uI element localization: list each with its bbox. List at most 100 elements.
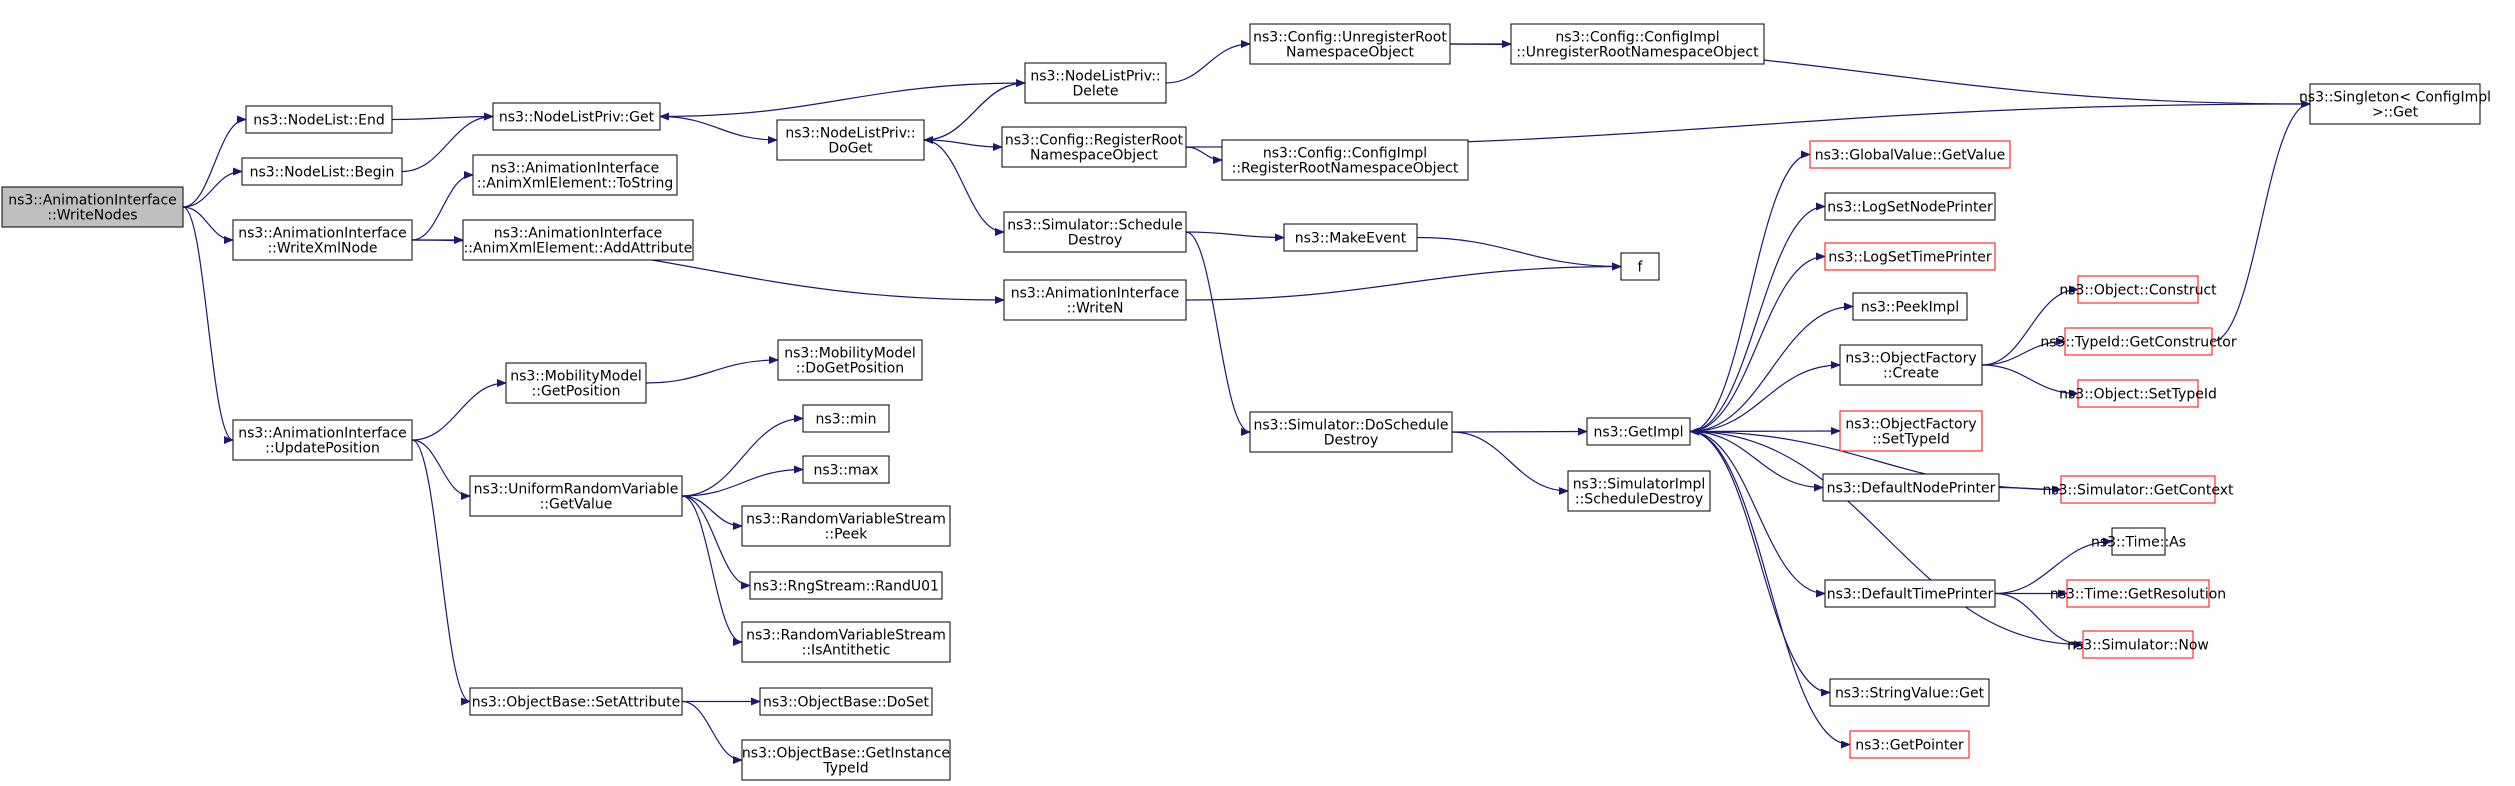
node-label: ns3::Config::UnregisterRoot: [1253, 30, 1447, 46]
node-label: ns3::Time::As: [2091, 535, 2186, 551]
edge-getimpl-to-peekimpl: [1689, 302, 1854, 433]
node-writen[interactable]: ns3::AnimationInterface::WriteN: [1003, 279, 1187, 321]
edge-nle-to-nlpg: [391, 112, 494, 121]
node-label: Destroy: [1068, 233, 1122, 249]
node-box: [1024, 62, 1167, 104]
node-label: ns3::StringValue::Get: [1835, 686, 1985, 702]
node-label: ns3::Config::ConfigImpl: [1263, 146, 1427, 162]
node-obdoset[interactable]: ns3::ObjectBase::DoSet: [759, 687, 933, 716]
node-label: ns3::RngStream::RandU01: [753, 579, 939, 595]
node-mmdgp[interactable]: ns3::MobilityModel::DoGetPosition: [777, 339, 923, 381]
node-cfgreg[interactable]: ns3::Config::RegisterRootNamespaceObject: [1001, 126, 1187, 168]
node-box: [741, 739, 951, 781]
node-lsnp[interactable]: ns3::LogSetNodePrinter: [1824, 192, 1996, 221]
node-box: [2064, 327, 2213, 356]
edge-upd-to-obsa: [411, 439, 471, 706]
node-dnp[interactable]: ns3::DefaultNodePrinter: [1822, 473, 2000, 502]
node-upd[interactable]: ns3::AnimationInterface::UpdatePosition: [232, 419, 413, 461]
node-box: [2082, 630, 2194, 659]
node-label: ns3::NodeListPriv::: [785, 126, 915, 142]
edge-obsa-to-obgit: [681, 700, 743, 764]
node-simsd[interactable]: ns3::Simulator::ScheduleDestroy: [1003, 211, 1187, 253]
node-tostr[interactable]: ns3::AnimationInterface::AnimXmlElement:…: [472, 154, 678, 196]
node-label: ns3::TypeId::GetConstructor: [2040, 335, 2236, 351]
edge-ofcreate-to-objconst: [1981, 285, 2079, 366]
node-box: [2309, 83, 2481, 125]
node-simnow[interactable]: ns3::Simulator::Now: [2067, 630, 2209, 659]
node-max[interactable]: ns3::max: [802, 455, 890, 484]
node-getptr[interactable]: ns3::GetPointer: [1849, 730, 1970, 759]
node-rvspeek[interactable]: ns3::RandomVariableStream::Peek: [741, 505, 951, 547]
node-nle[interactable]: ns3::NodeList::End: [245, 105, 393, 134]
node-box: [776, 119, 925, 161]
node-obsa[interactable]: ns3::ObjectBase::SetAttribute: [469, 687, 683, 716]
node-objconst[interactable]: ns3::Object::Construct: [2059, 275, 2217, 304]
node-timeas[interactable]: ns3::Time::As: [2091, 527, 2186, 556]
edge-upd-to-mmgp: [411, 379, 507, 441]
node-box: [1221, 139, 1469, 181]
node-nlpdoget[interactable]: ns3::NodeListPriv::DoGet: [776, 119, 925, 161]
node-min[interactable]: ns3::min: [802, 404, 890, 433]
node-label: ns3::Object::Construct: [2059, 283, 2217, 299]
node-nlpdel[interactable]: ns3::NodeListPriv::Delete: [1024, 62, 1167, 104]
node-ofsettid[interactable]: ns3::ObjectFactory::SetTypeId: [1839, 410, 1983, 452]
node-box: [759, 687, 933, 716]
node-simgc[interactable]: ns3::Simulator::GetContext: [2042, 475, 2234, 504]
edge-simdsd-to-simimplsd: [1451, 431, 1569, 495]
node-implreg[interactable]: ns3::Config::ConfigImpl::RegisterRootNam…: [1221, 139, 1469, 181]
node-nlb[interactable]: ns3::NodeList::Begin: [241, 157, 403, 186]
node-tidgc[interactable]: ns3::TypeId::GetConstructor: [2040, 327, 2237, 356]
node-addattr[interactable]: ns3::AnimationInterface::AnimXmlElement:…: [462, 219, 694, 261]
node-urvgv[interactable]: ns3::UniformRandomVariable::GetValue: [469, 475, 683, 517]
node-cfgunreg[interactable]: ns3::Config::UnregisterRootNamespaceObje…: [1249, 23, 1451, 65]
node-label: DoGet: [828, 141, 873, 157]
node-nlpg[interactable]: ns3::NodeListPriv::Get: [492, 102, 661, 131]
node-singleton[interactable]: ns3::Singleton< ConfigImpl >::Get: [2299, 83, 2491, 125]
node-makeevent[interactable]: ns3::MakeEvent: [1283, 223, 1418, 252]
node-label: ::WriteNodes: [47, 208, 137, 224]
node-box: [1567, 470, 1711, 512]
node-wxml[interactable]: ns3::AnimationInterface::WriteXmlNode: [232, 219, 413, 261]
node-box: [241, 157, 403, 186]
node-svget[interactable]: ns3::StringValue::Get: [1829, 678, 1990, 707]
node-label: ns3::NodeList::End: [253, 113, 385, 129]
edge-simdsd-to-getimpl: [1451, 427, 1588, 436]
node-implunreg[interactable]: ns3::Config::ConfigImpl::UnregisterRootN…: [1510, 23, 1765, 65]
node-gvgv[interactable]: ns3::GlobalValue::GetValue: [1809, 140, 2011, 169]
node-mmgp[interactable]: ns3::MobilityModel::GetPosition: [505, 362, 647, 404]
node-label: f: [1638, 260, 1644, 276]
node-randu01[interactable]: ns3::RngStream::RandU01: [749, 571, 943, 600]
edge-getimpl-to-lstp: [1689, 252, 1826, 433]
node-label: ns3::ObjectFactory: [1845, 417, 1976, 433]
edge-urvgv-to-max: [681, 465, 804, 497]
node-simimplsd[interactable]: ns3::SimulatorImpl::ScheduleDestroy: [1567, 470, 1711, 512]
node-timegr[interactable]: ns3::Time::GetResolution: [2050, 579, 2226, 608]
node-label: ::AnimXmlElement::ToString: [477, 176, 673, 192]
node-box: [1283, 223, 1418, 252]
node-getimpl[interactable]: ns3::GetImpl: [1586, 417, 1691, 446]
node-f[interactable]: f: [1620, 252, 1660, 281]
node-peekimpl[interactable]: ns3::PeekImpl: [1852, 292, 1968, 321]
node-box: [749, 571, 943, 600]
node-label: ns3::Config::ConfigImpl: [1555, 30, 1719, 46]
node-label: Destroy: [1324, 433, 1378, 449]
node-label: ns3::UniformRandomVariable: [474, 482, 679, 498]
edge-getimpl-to-dtp: [1689, 430, 1826, 598]
node-box: [469, 475, 683, 517]
node-wn[interactable]: ns3::AnimationInterface::WriteNodes: [1, 186, 184, 228]
node-label: TypeId: [822, 761, 868, 777]
node-label: ::GetPosition: [532, 384, 621, 400]
node-label: Delete: [1073, 84, 1119, 100]
node-box: [1620, 252, 1660, 281]
node-isanti[interactable]: ns3::RandomVariableStream::IsAntithetic: [741, 621, 951, 663]
node-label: ::IsAntithetic: [802, 643, 891, 659]
node-ofcreate[interactable]: ns3::ObjectFactory::Create: [1839, 344, 1983, 386]
node-label: ::AnimXmlElement::AddAttribute: [464, 241, 693, 257]
node-dtp[interactable]: ns3::DefaultTimePrinter: [1824, 579, 1996, 608]
node-lstp[interactable]: ns3::LogSetTimePrinter: [1824, 242, 1996, 271]
edge-nlpdel-to-cfgunreg: [1165, 40, 1251, 84]
node-objsettid[interactable]: ns3::Object::SetTypeId: [2059, 379, 2217, 408]
node-label: ::UnregisterRootNamespaceObject: [1516, 45, 1759, 61]
